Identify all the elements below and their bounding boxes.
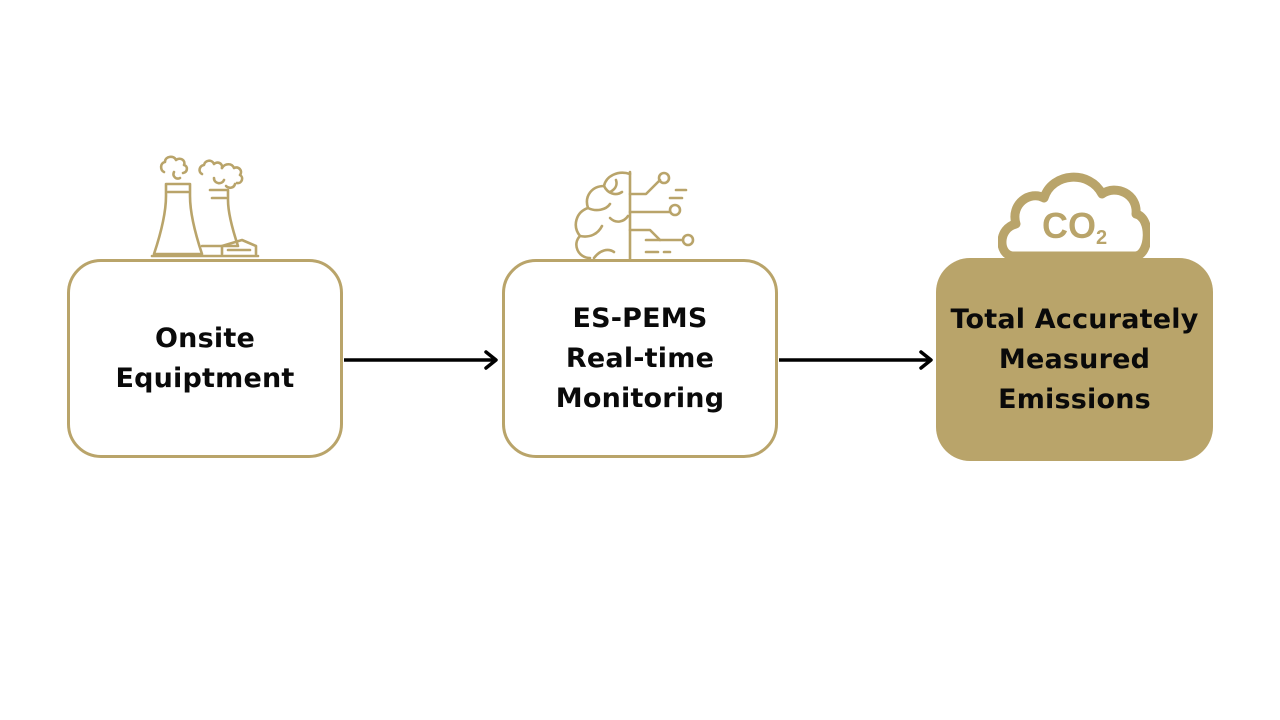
node-label-line: Onsite [155, 322, 255, 354]
factory-icon [150, 155, 260, 258]
node-label-line: ES-PEMS [572, 302, 708, 334]
node-label-line: Monitoring [555, 382, 725, 414]
co2-cloud-icon: CO 2 [998, 172, 1150, 261]
arrow-connector [779, 350, 933, 370]
node-label-line: Total Accurately [950, 303, 1199, 335]
node-label-line: Equiptment [115, 362, 295, 394]
co2-subscript: 2 [1096, 227, 1107, 249]
brain-circuit-icon [574, 170, 695, 262]
node-label-line: Real-time [565, 342, 715, 374]
co2-label: CO [1042, 205, 1096, 246]
arrow-connector [344, 350, 498, 370]
node-label-line: Emissions [998, 383, 1151, 415]
total-emissions-node: Total Accurately Measured Emissions [936, 258, 1213, 461]
onsite-equipment-node: Onsite Equiptment [67, 259, 343, 458]
es-pems-monitoring-node: ES-PEMS Real-time Monitoring [502, 259, 778, 458]
node-label-line: Measured [998, 343, 1151, 375]
